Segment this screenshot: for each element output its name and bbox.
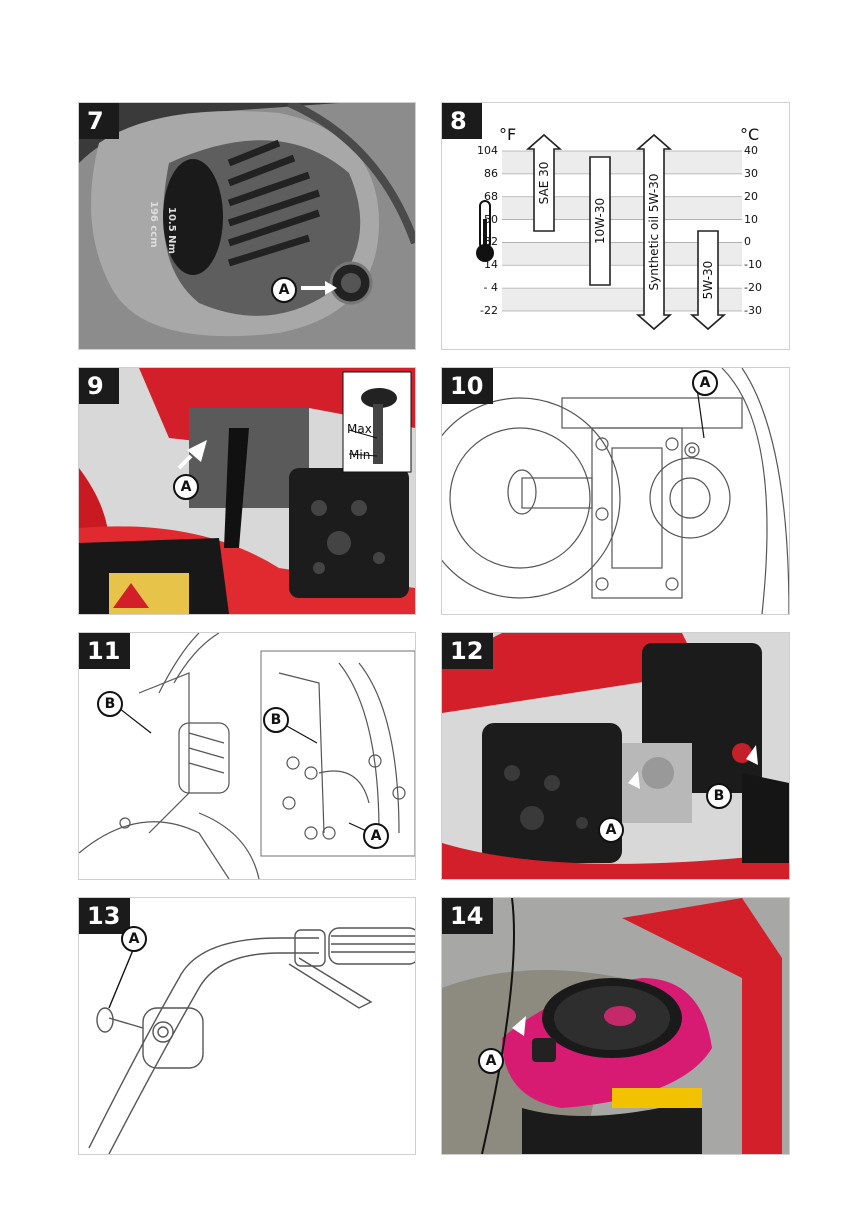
figure-13: 13 A (78, 897, 416, 1155)
callout-a: A (692, 370, 718, 396)
figure-9: 9 Max Min A (78, 367, 416, 615)
5w30-arrow-label: 5W-30 (701, 261, 715, 300)
engine-cc-label: 196 ccm (148, 201, 159, 248)
celsius-tick: 30 (744, 167, 758, 180)
figure-number: 13 (79, 898, 130, 934)
figure-number: 11 (79, 633, 130, 669)
synthetic-5w30-arrow-label: Synthetic oil 5W-30 (647, 174, 661, 291)
figure-number: 10 (442, 368, 493, 404)
figure-14: 14 A (441, 897, 790, 1155)
engine-top-photo (79, 103, 415, 349)
figure-7: 7 196 ccm 10.5 Nm A (78, 102, 416, 350)
sae30-arrow-label: SAE 30 (537, 162, 551, 205)
torque-label: 10.5 Nm (166, 207, 177, 254)
figure-10: 10 A (441, 367, 790, 615)
celsius-tick: 0 (744, 235, 751, 248)
figure-number: 8 (442, 103, 482, 139)
callout-a: A (121, 926, 147, 952)
dipstick-photo (79, 368, 415, 614)
figure-11: 11 B B A (78, 632, 416, 880)
fahrenheit-tick: 32 (472, 235, 498, 248)
callout-a: A (363, 823, 389, 849)
fahrenheit-tick: 104 (472, 144, 498, 157)
callout-a: A (598, 817, 624, 843)
gearbox-drawing (442, 368, 789, 614)
figure-number: 7 (79, 103, 119, 139)
celsius-tick: -20 (744, 281, 762, 294)
figure-12: 12 A B (441, 632, 790, 880)
callout-b: B (706, 783, 732, 809)
callout-b-detail: B (263, 707, 289, 733)
callout-b: B (97, 691, 123, 717)
fahrenheit-tick: 50 (472, 213, 498, 226)
dipstick-max-label: Max (347, 422, 372, 436)
fahrenheit-tick: -22 (472, 304, 498, 317)
engine-primer-photo (442, 898, 789, 1154)
celsius-tick: -10 (744, 258, 762, 271)
10w30-bar-label: 10W-30 (593, 198, 607, 244)
callout-a: A (173, 474, 199, 500)
celsius-tick: -30 (744, 304, 762, 317)
figure-number: 9 (79, 368, 119, 404)
celsius-tick: 40 (744, 144, 758, 157)
fahrenheit-tick: - 4 (472, 281, 498, 294)
fahrenheit-tick: 86 (472, 167, 498, 180)
thermometer-icon (476, 201, 494, 262)
celsius-tick: 20 (744, 190, 758, 203)
fahrenheit-tick: 68 (472, 190, 498, 203)
dipstick-min-label: Min (349, 448, 370, 462)
callout-a: A (271, 277, 297, 303)
figure-number: 12 (442, 633, 493, 669)
figure-number: 14 (442, 898, 493, 934)
celsius-tick: 10 (744, 213, 758, 226)
callout-a: A (478, 1048, 504, 1074)
fahrenheit-tick: 14 (472, 258, 498, 271)
